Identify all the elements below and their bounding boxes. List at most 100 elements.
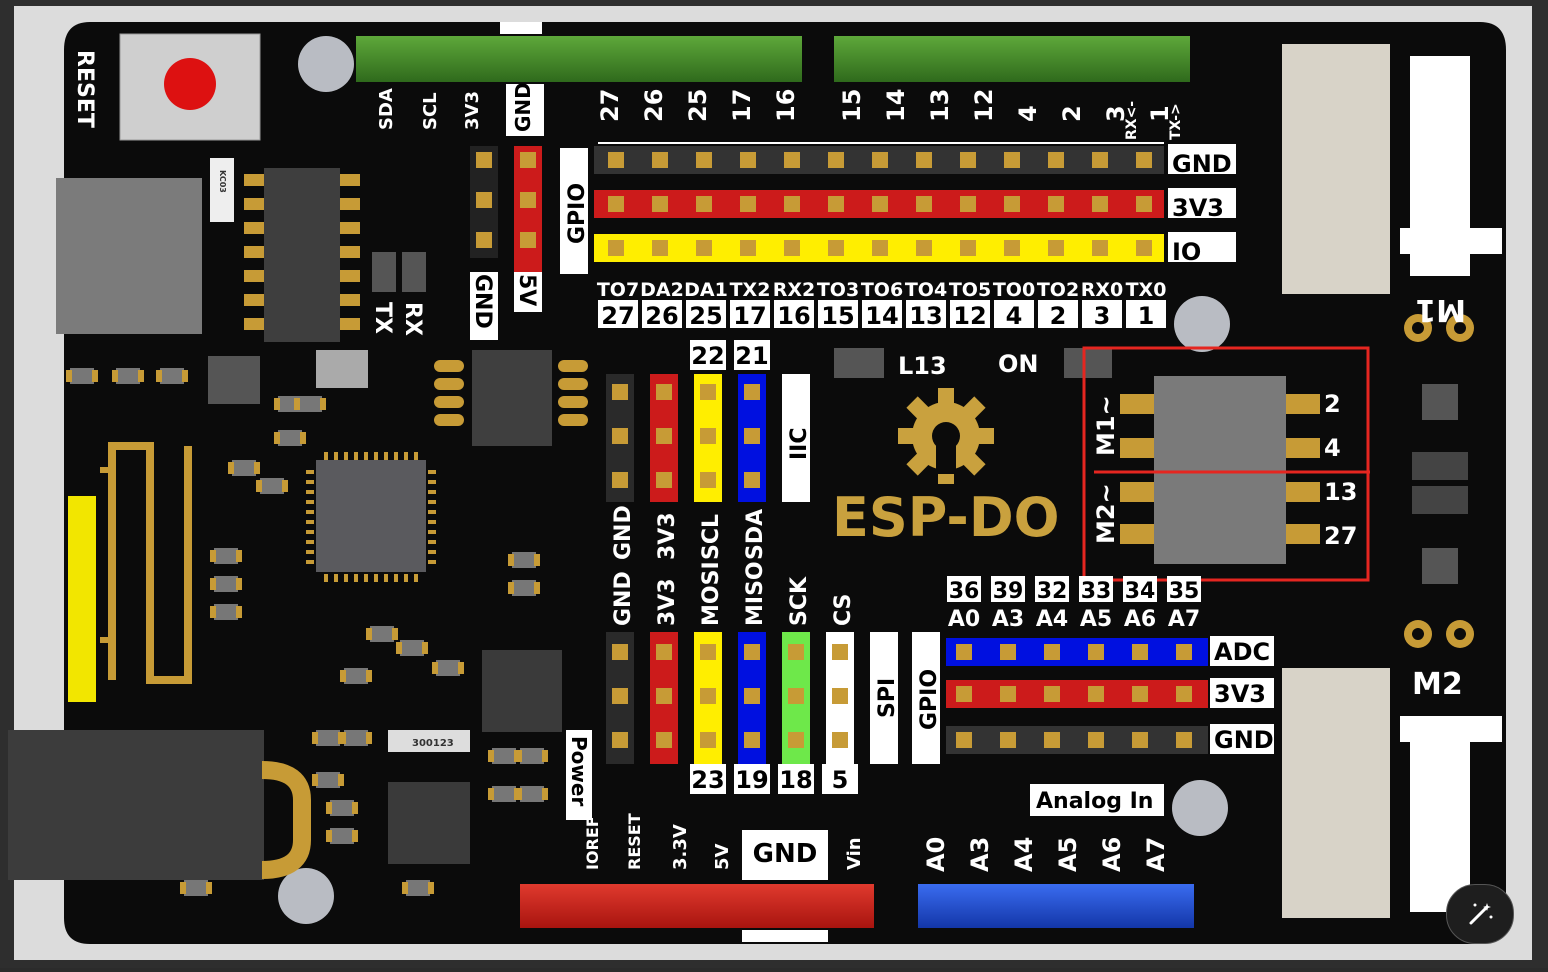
spi-bottom-number: 5 (832, 766, 849, 794)
header-pin (700, 644, 716, 660)
l13-label: L13 (898, 352, 947, 380)
spi-bottom-number: 19 (735, 766, 768, 794)
chip-marking-2: 300123 (412, 738, 454, 749)
header-pin (788, 644, 804, 660)
function-label: TX0 (1126, 279, 1167, 301)
iic-top-number: 22 (691, 342, 724, 370)
function-number: 26 (645, 302, 678, 330)
header-pin (520, 152, 536, 168)
header-pin (1004, 240, 1020, 256)
analog-pin-label: A4 (1010, 837, 1038, 872)
power-pin-label: 5V (712, 843, 733, 870)
top-header-label: SDA (376, 88, 397, 130)
adc-name: A0 (948, 607, 980, 632)
header-pin (744, 644, 760, 660)
header-pin (612, 732, 628, 748)
header-pin (700, 688, 716, 704)
usb-connector (56, 178, 202, 334)
function-label: TO2 (1037, 279, 1079, 301)
function-number: 27 (601, 302, 634, 330)
adc-number: 35 (1169, 579, 1200, 604)
top-pin-number: 14 (882, 89, 910, 122)
header-pin (960, 196, 976, 212)
on-led (1064, 348, 1112, 378)
header-pin (1132, 644, 1148, 660)
chip-pads (244, 174, 588, 582)
rail-label: IO (1172, 238, 1201, 266)
header-pin (1136, 152, 1152, 168)
top-pin-number: 25 (684, 89, 712, 122)
function-number: 14 (865, 302, 898, 330)
top-pin-number: 27 (596, 89, 624, 122)
magic-wand-button[interactable] (1446, 884, 1514, 944)
adc-number: 33 (1081, 579, 1112, 604)
header-pin (652, 152, 668, 168)
left-vertical-pins (476, 152, 536, 248)
spi-pin-label: SCK (787, 576, 812, 626)
adc-rail-label: GND (1214, 726, 1274, 754)
function-label: TX2 (730, 279, 771, 301)
analog-pin-label: A7 (1142, 837, 1170, 872)
header-pin (1000, 644, 1016, 660)
adc-name: A5 (1080, 607, 1112, 632)
header-pin (784, 240, 800, 256)
top-pin-number: 12 (970, 89, 998, 122)
header-pin (956, 686, 972, 702)
smd-parts (66, 368, 548, 896)
spi-pin-label: MOSI (699, 561, 724, 626)
header-pin (1004, 152, 1020, 168)
motor-m2-driver-label: M2~ (1092, 483, 1120, 544)
header-pin (872, 240, 888, 256)
header-pin (652, 196, 668, 212)
tx-arrow-label: TX-> (1168, 103, 1184, 140)
header-pin (744, 428, 760, 444)
header-pin (1044, 644, 1060, 660)
function-number: 4 (1006, 302, 1023, 330)
header-pin (656, 472, 672, 488)
adc-number: 34 (1125, 579, 1156, 604)
header-pin (1176, 686, 1192, 702)
iic-pin-label: 3V3 (655, 512, 680, 560)
antenna-strip (68, 496, 96, 702)
header-pin (872, 196, 888, 212)
iic-pin-label: SCL (699, 514, 724, 560)
header-pin (476, 152, 492, 168)
header-pin (656, 428, 672, 444)
function-number: 3 (1094, 302, 1111, 330)
rx-arrow-label: RX<- (1124, 101, 1140, 140)
on-label: ON (998, 350, 1039, 378)
header-pin (744, 732, 760, 748)
header-pin (696, 152, 712, 168)
motor-m1-label: M1 (1415, 292, 1466, 327)
adc-number: 39 (993, 579, 1024, 604)
top-pin-number: 16 (772, 89, 800, 122)
function-label: TO5 (949, 279, 991, 301)
motor-pin-number: 2 (1324, 390, 1341, 418)
header-pin (916, 240, 932, 256)
adc-rail-label: 3V3 (1214, 680, 1266, 708)
header-pin (612, 384, 628, 400)
spi-label: SPI (875, 678, 900, 718)
header-pin (476, 232, 492, 248)
top-pin-number: 26 (640, 89, 668, 122)
header-pin (1088, 686, 1104, 702)
header-pin (956, 644, 972, 660)
iic-pin-label: SDA (743, 509, 768, 560)
magic-wand-icon (1469, 903, 1493, 925)
board-name: ESP-DO (832, 486, 1060, 549)
analog-in-label: Analog In (1036, 789, 1153, 814)
analog-pin-label: A0 (922, 837, 950, 872)
analog-header (918, 884, 1194, 928)
header-pin (828, 196, 844, 212)
header-pin (1048, 196, 1064, 212)
header-pin (740, 196, 756, 212)
reset-label: RESET (72, 50, 97, 128)
power-pin-label: 3.3V (670, 824, 691, 870)
header-pin (832, 688, 848, 704)
header-pin (740, 240, 756, 256)
function-number: 17 (733, 302, 766, 330)
